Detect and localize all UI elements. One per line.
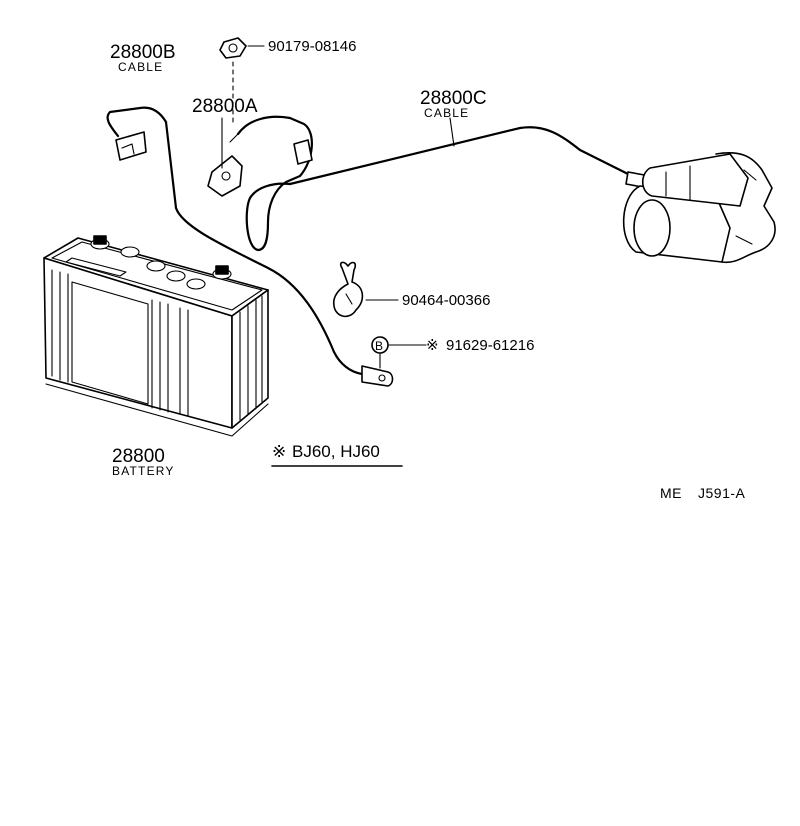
label-ref-prefix: ME: [660, 485, 682, 501]
label-28800: 28800: [112, 446, 165, 467]
bolt-91629-61216: [371, 336, 427, 369]
label-28800a: 28800A: [192, 96, 258, 117]
label-ref-code: J591-A: [698, 485, 746, 501]
cable-28800c: [288, 126, 655, 189]
label-nut-part: 90179-08146: [268, 38, 356, 55]
label-clamp-part: 90464-00366: [402, 292, 490, 309]
label-note-models: BJ60, HJ60: [292, 442, 380, 461]
label-28800b: 28800B: [110, 42, 176, 63]
bolt-marker-letter: B: [375, 339, 383, 353]
clamp-90464-00366: [332, 261, 399, 318]
leader-28800c: [449, 117, 455, 147]
label-28800b-sub: CABLE: [118, 60, 163, 74]
label-battery-sub: BATTERY: [112, 464, 175, 478]
reference-mark-icon: ※: [272, 442, 286, 461]
label-bolt-part: 91629-61216: [446, 337, 534, 354]
bolt-marker-circle: [371, 336, 389, 354]
label-28800c: 28800C: [420, 88, 487, 109]
nut-90179-08146: [219, 37, 265, 127]
bolt-note-symbol: ※: [426, 337, 439, 354]
starter-motor-illustration: [622, 152, 776, 264]
battery-illustration: [43, 235, 269, 437]
cable-28800b: [106, 106, 394, 387]
cable-28800a: [207, 115, 313, 252]
label-28800c-sub: CABLE: [424, 106, 469, 120]
